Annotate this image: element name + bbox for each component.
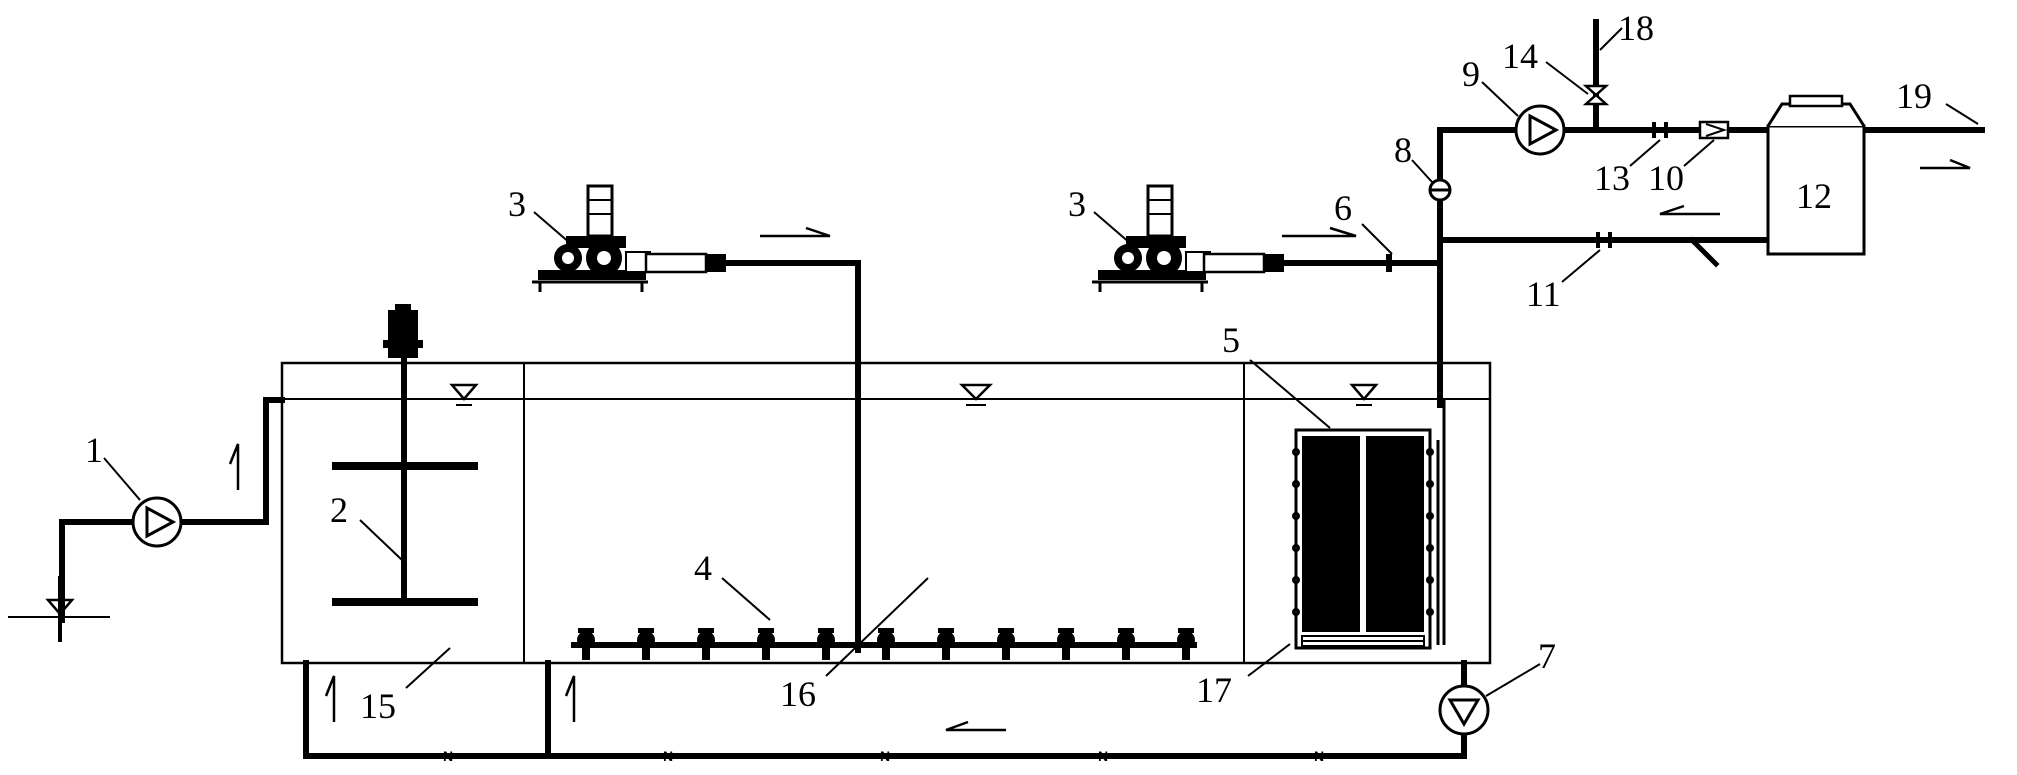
mixer-blade	[332, 462, 478, 470]
flow-arrow	[1920, 158, 1971, 170]
pipe-mark: N	[663, 748, 673, 764]
label-12: 12	[1796, 176, 1832, 216]
label-17: 17	[1196, 670, 1232, 710]
flow-arrow	[945, 720, 1006, 732]
recycle-line	[303, 660, 1467, 759]
label-10: 10	[1648, 158, 1684, 198]
label-4: 4	[694, 548, 712, 588]
flow-arrow	[760, 226, 831, 238]
inlet-line	[58, 397, 285, 642]
water-level-symbol	[958, 383, 994, 406]
flow-arrow	[564, 675, 576, 722]
blower	[1092, 184, 1211, 292]
permeate-line	[1437, 19, 1985, 266]
label-6: 6	[1334, 188, 1352, 228]
flow-arrow	[1659, 204, 1720, 216]
blower-a-discharge	[644, 252, 861, 653]
label-3a: 3	[508, 184, 526, 224]
check-valve-8	[1428, 178, 1452, 202]
flow-arrow	[324, 675, 336, 722]
mixer	[332, 304, 478, 606]
flow-arrow	[1282, 226, 1357, 238]
blower	[532, 184, 651, 292]
label-11: 11	[1526, 274, 1561, 314]
mixer-shaft	[401, 356, 407, 602]
label-1: 1	[85, 430, 103, 470]
label-16: 16	[780, 674, 816, 714]
water-level-symbol	[1349, 383, 1379, 406]
label-15: 15	[360, 686, 396, 726]
inlet-water-level-symbol	[8, 598, 110, 618]
valve-11	[1596, 232, 1720, 268]
label-19: 19	[1896, 76, 1932, 116]
pipe-mark: N	[443, 748, 453, 764]
label-18: 18	[1618, 8, 1654, 48]
valve-6	[1386, 254, 1392, 272]
pipe-marks: N N N N N	[443, 748, 1324, 764]
aeration-header	[571, 628, 1197, 660]
recycle-pump	[1438, 684, 1490, 736]
label-5: 5	[1222, 320, 1240, 360]
label-7: 7	[1538, 636, 1556, 676]
flow-arrow	[228, 443, 240, 490]
valve-13	[1652, 122, 1668, 138]
pipe-mark: N	[1098, 748, 1108, 764]
flow-meter-10	[1698, 120, 1730, 140]
label-3b: 3	[1068, 184, 1086, 224]
label-2: 2	[330, 490, 348, 530]
membrane-module	[1292, 400, 1446, 650]
valve-14	[1582, 84, 1610, 106]
label-13: 13	[1594, 158, 1630, 198]
label-14: 14	[1502, 36, 1538, 76]
pipe-mark: N	[1314, 748, 1324, 764]
pipe-mark: N	[880, 748, 890, 764]
mixer-blade	[332, 598, 478, 606]
mixer-motor	[388, 310, 418, 358]
inlet-pump	[131, 496, 183, 548]
water-level-symbol	[449, 383, 479, 406]
product-tank-12	[1766, 94, 1866, 256]
permeate-pump-9	[1514, 104, 1566, 156]
label-8: 8	[1394, 130, 1412, 170]
treatment-tank	[280, 361, 1492, 665]
label-9: 9	[1462, 54, 1480, 94]
